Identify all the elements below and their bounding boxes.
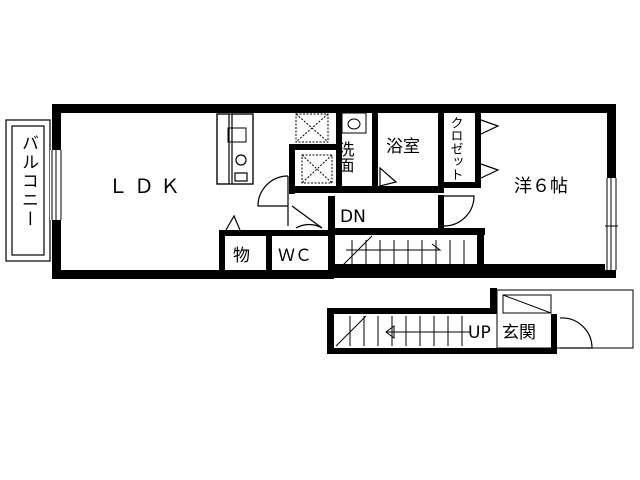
western-room-window: [605, 178, 618, 270]
lower-floor-walls: [327, 288, 557, 354]
stairs-lower: [335, 315, 470, 347]
stairs-upper: [339, 235, 465, 269]
washing-machine-icon: [295, 113, 333, 184]
entrance-area: [496, 289, 634, 349]
stairs-down-label: DN: [340, 207, 366, 227]
bathroom-label: 浴室: [386, 137, 420, 157]
entrance-label: 玄関: [502, 323, 536, 343]
doors: [225, 119, 593, 349]
toilet-label: ＷＣ: [278, 246, 312, 266]
washroom-label: 洗面: [336, 141, 355, 173]
interior-walls: [219, 106, 485, 278]
balcony-label: バルコニー: [18, 134, 38, 229]
sink-icon: [227, 127, 247, 143]
washbasin-icon: [341, 112, 367, 134]
closet-label: クロゼット: [448, 116, 464, 181]
stairs-up-label: UP: [468, 323, 491, 343]
storage-label: 物: [233, 246, 250, 266]
ldk-label: ＬＤＫ: [108, 174, 186, 198]
ldk-window: [50, 150, 63, 220]
western-room-label: 洋６帖: [514, 176, 568, 197]
kitchen-counter: [216, 113, 254, 185]
